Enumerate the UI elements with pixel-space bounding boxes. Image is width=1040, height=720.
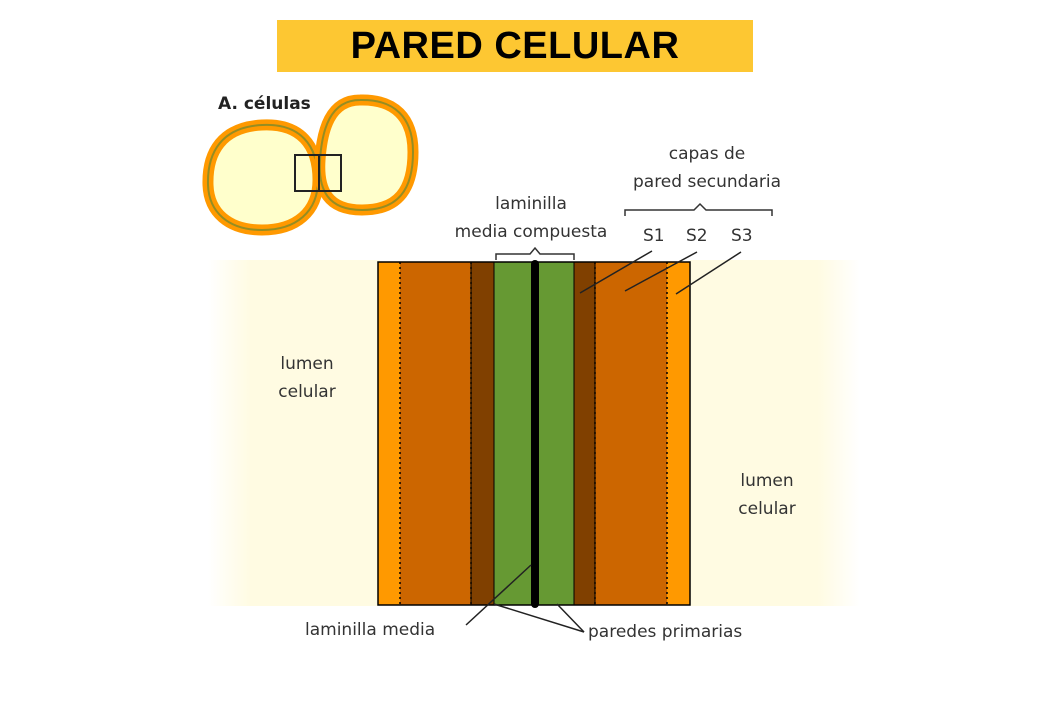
layer-s1-right	[574, 262, 595, 605]
inset-label: A. células	[218, 94, 311, 114]
page-title: PARED CELULAR	[350, 24, 680, 67]
layer-primary-left	[494, 262, 532, 605]
capas-secundaria-line1: capas de	[668, 144, 746, 164]
lumen-left-line1: lumen	[280, 354, 334, 374]
layer-primary-right	[538, 262, 574, 605]
lumen-right-label: lumen celular	[730, 467, 804, 523]
layer-s1-left	[471, 262, 494, 605]
wall-layers	[377, 260, 691, 608]
lumen-right-line2: celular	[738, 499, 796, 519]
cell-left	[202, 119, 324, 236]
lumen-left-line2: celular	[278, 382, 336, 402]
lumen-left-label: lumen celular	[270, 350, 344, 406]
paredes-primarias-label: paredes primarias	[588, 622, 743, 642]
bracket-capas-secundaria	[624, 202, 773, 216]
layer-s2-right	[595, 262, 667, 605]
capas-secundaria-label: capas de pared secundaria	[612, 140, 802, 196]
s3-label: S3	[731, 226, 753, 246]
laminilla-compuesta-line2: media compuesta	[454, 222, 608, 242]
inset-cells	[202, 94, 419, 236]
title-banner: PARED CELULAR	[277, 20, 753, 72]
inset-box-right	[318, 154, 342, 192]
lumen-right-area	[690, 260, 860, 606]
capas-secundaria-line2: pared secundaria	[632, 172, 782, 192]
lumen-right-line1: lumen	[740, 471, 794, 491]
layer-s3-right	[667, 262, 690, 605]
laminilla-compuesta-line1: laminilla	[495, 194, 567, 214]
layer-s2-left	[400, 262, 471, 605]
laminilla-compuesta-label: laminilla media compuesta	[440, 190, 622, 246]
lumen-left-area	[208, 260, 380, 606]
bracket-laminilla-compuesta	[495, 246, 575, 260]
leader-lines	[465, 250, 742, 633]
layer-s3-left	[378, 262, 400, 605]
s1-label: S1	[643, 226, 665, 246]
laminilla-media-label: laminilla media	[305, 620, 436, 640]
s2-label: S2	[686, 226, 708, 246]
